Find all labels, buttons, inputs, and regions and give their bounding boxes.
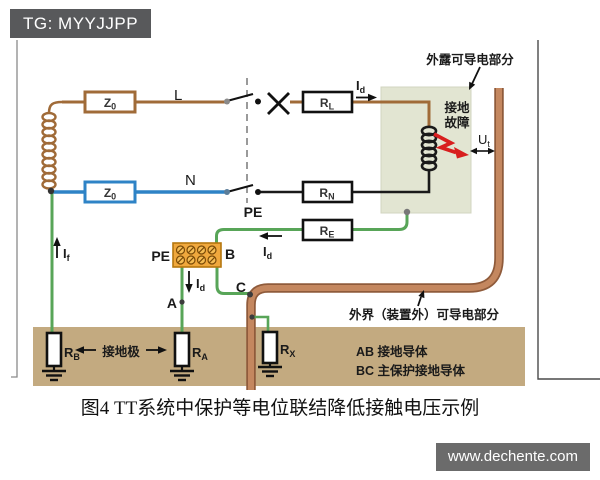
impedance-z0-n-box [83,180,137,204]
resistor-rn-box [301,180,354,204]
breaker-x-icon [267,92,290,115]
resistor-re-box [301,218,354,242]
label-pe-line: PE [244,204,263,220]
label-rx: RX [280,342,295,359]
label-phase-l: L [174,87,182,104]
impedance-z0-l-box [83,90,137,114]
junction-point-c [247,291,253,298]
source-coil [41,111,57,190]
label-rn: RN [319,186,334,202]
pe-conductor-left [215,228,303,243]
label-point-b: B [225,246,235,262]
fault-lightning-icon [433,132,457,155]
label-external-part: 外界（装置外）可导电部分 [348,307,500,322]
label-re: RE [320,224,335,240]
watermark-tag-badge: TG: MYYJJPP [10,9,152,38]
label-id-phase: Id [356,78,365,95]
label-legend-bc: BC 主保护接地导体 [356,363,466,378]
neutral-wire-right [259,170,431,194]
switch-l [224,92,261,105]
pipe-earth-wire [251,315,270,332]
label-ut: Ut [478,132,490,149]
frame-right [537,40,600,380]
label-ground-fault-2: 故障 [444,115,470,130]
junction-source [47,187,55,195]
label-point-a: A [167,295,177,311]
label-z0-l: Z0 [104,96,116,112]
label-ground-electrode: 接地极 [102,344,140,359]
pe-busbar [172,242,222,268]
label-pe-busbar: PE [151,248,170,264]
label-rb: RB [64,345,80,362]
motor-winding [420,125,438,172]
label-point-c: C [236,279,246,295]
junction-equipment-pe [403,208,411,216]
electrode-rb [42,331,66,382]
label-rl: RL [320,96,335,112]
label-exposed-part: 外露可导电部分 [425,52,514,67]
label-ground-fault-1: 接地 [444,100,470,115]
busbar-screws [175,245,217,265]
electrode-rx [258,330,282,378]
label-if: If [63,246,71,263]
electrode-ra [170,331,194,382]
bond-wire-bc [215,267,249,295]
resistor-rl-box [301,90,354,114]
label-ra: RA [192,345,208,362]
source-coil-hook [47,100,63,114]
website-watermark: www.dechente.com [435,443,590,471]
frame-left [11,40,18,378]
label-legend-ab: AB 接地导体 [356,344,428,359]
switch-n [224,183,261,195]
phase-l-wire-right [290,100,431,127]
pipe [248,88,502,390]
junction-pipe-earth [249,314,255,320]
label-z0-n: Z0 [104,186,116,202]
fault-lightning-head [454,147,469,159]
arrows [56,66,490,351]
label-neutral-n: N [185,172,196,189]
junction-point-a [179,299,185,305]
pe-conductor-right [352,212,409,231]
figure-caption: 图4 TT系统中保护等电位联结降低接触电压示例 [80,398,480,419]
label-id-bond: Id [196,276,205,293]
soil-ground [33,327,525,386]
arrow-heads [53,81,495,354]
label-id-pe: Id [263,244,272,261]
